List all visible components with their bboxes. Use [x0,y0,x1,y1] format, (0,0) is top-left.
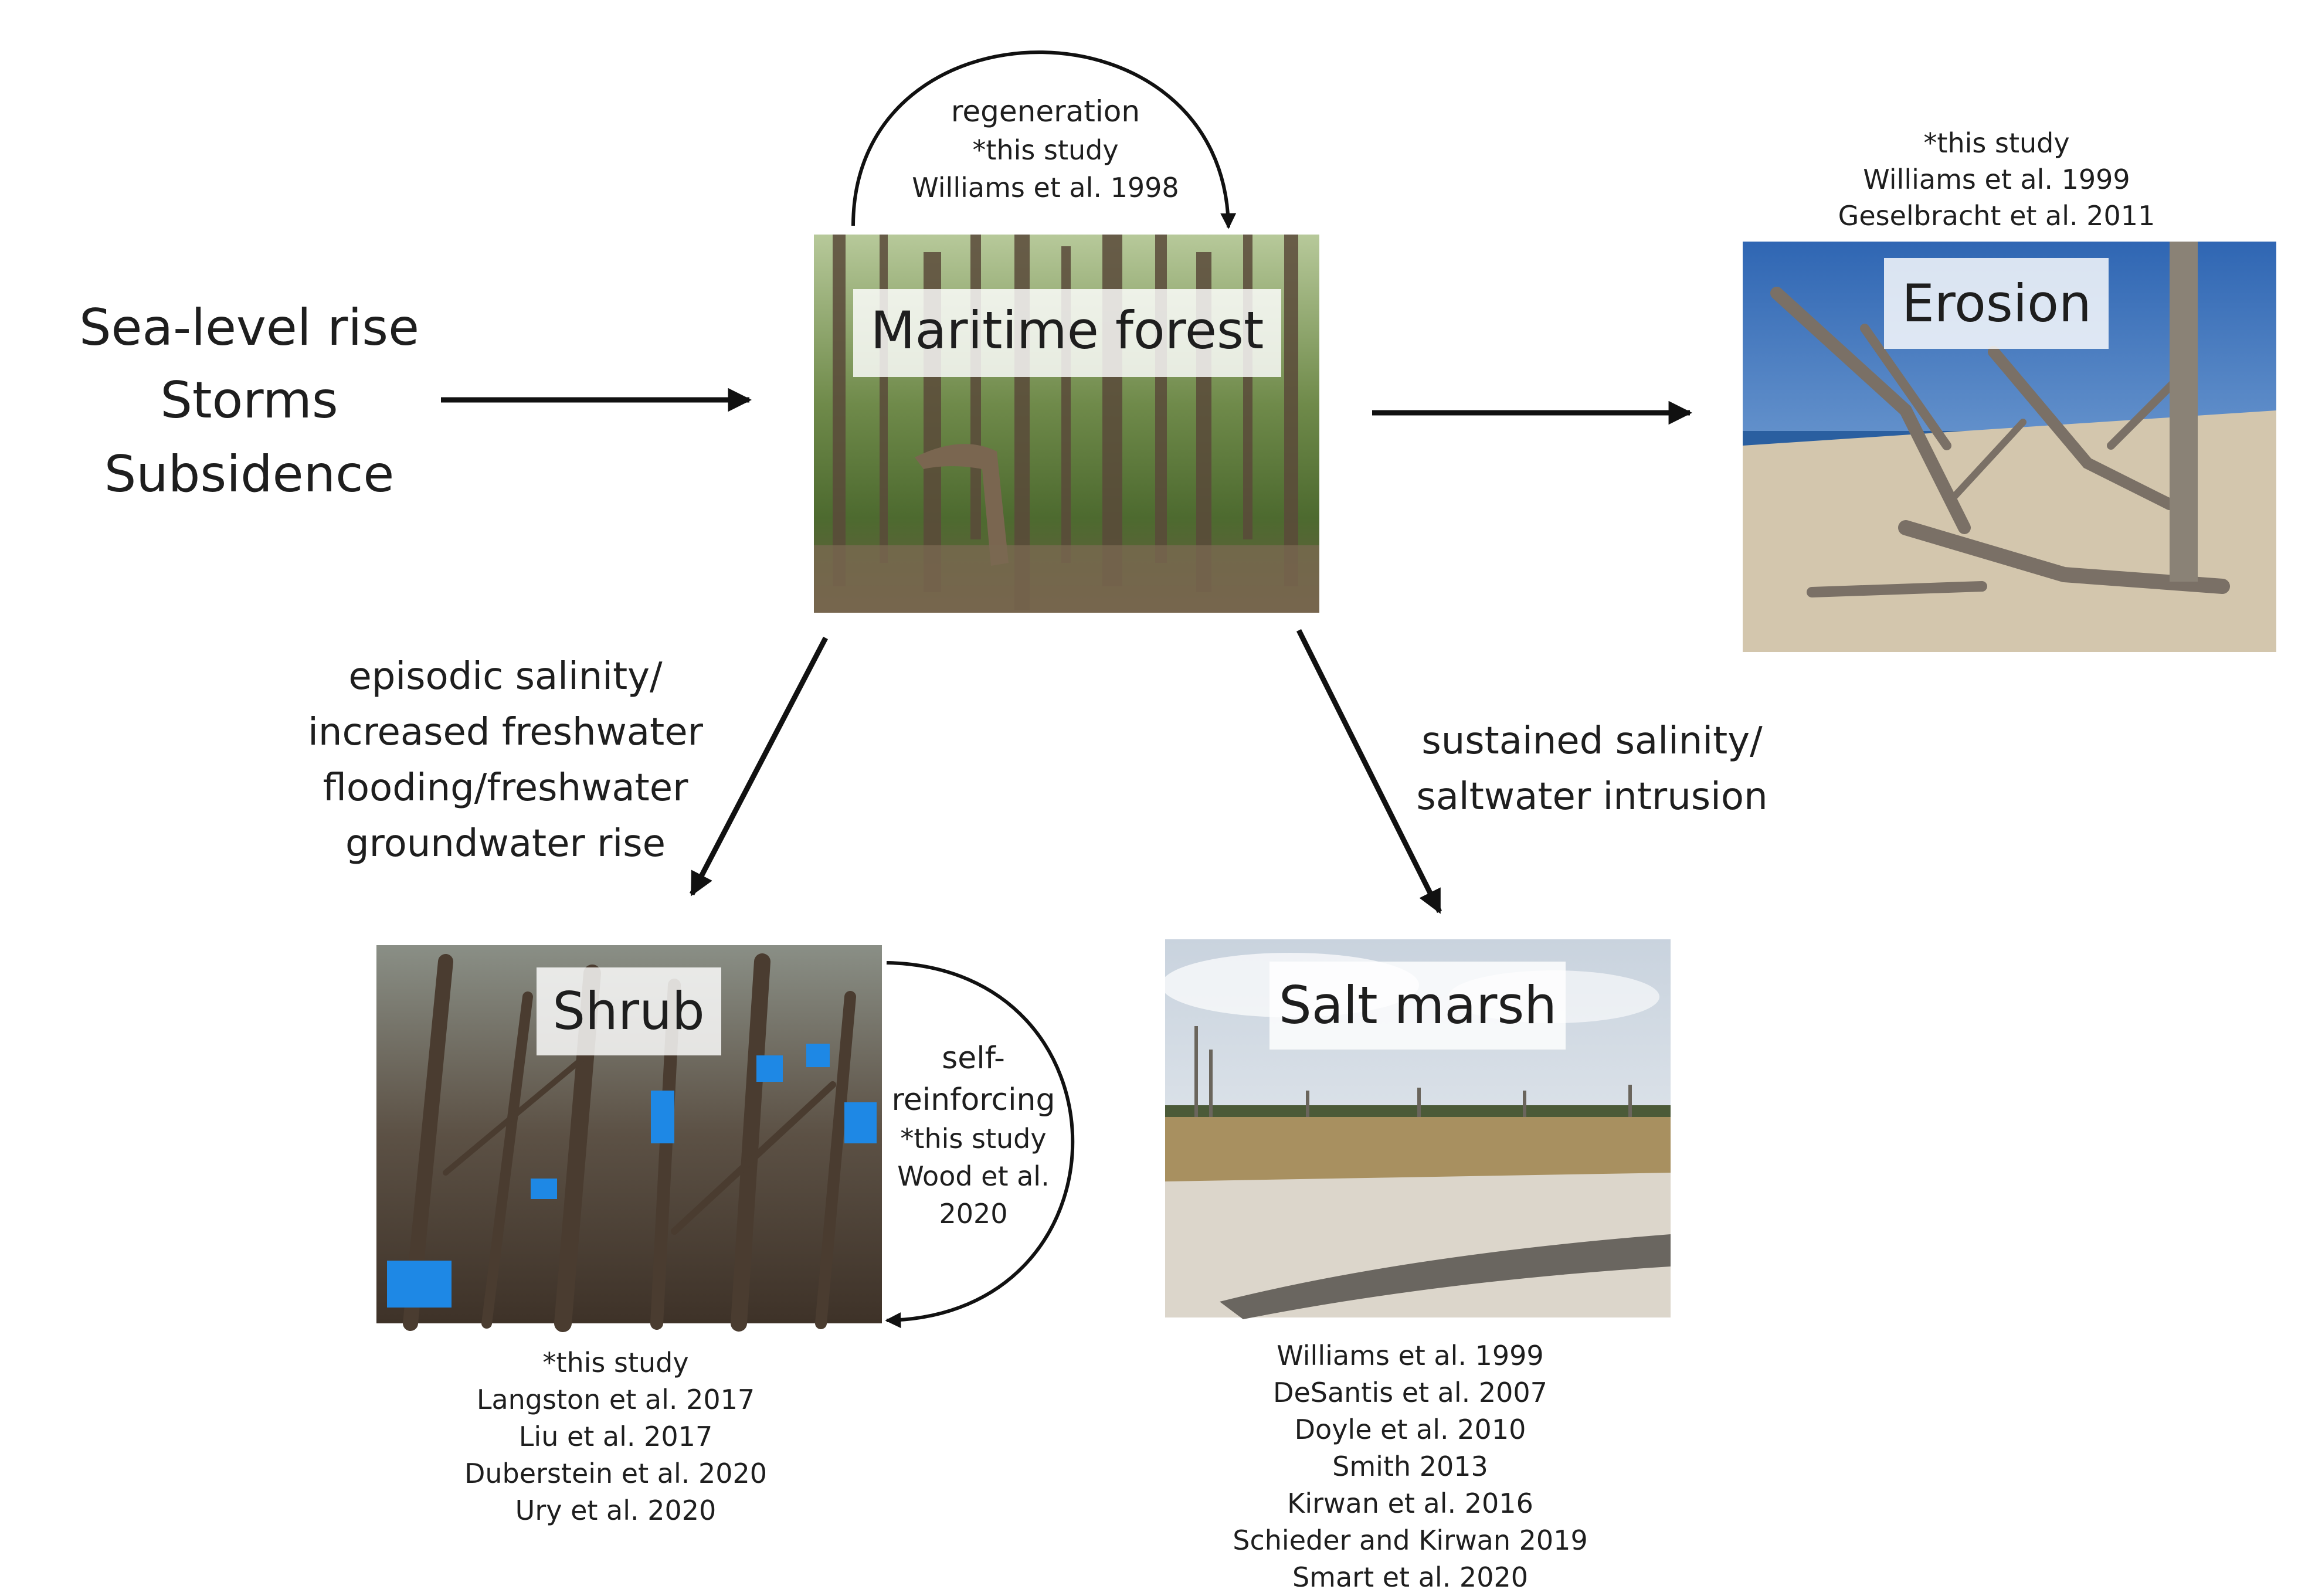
arrow-forest-to-shrub [690,636,828,897]
maritime-forest-title: Maritime forest [871,300,1264,361]
regeneration-label-line-3: Williams et al. 1998 [912,172,1179,203]
erosion-title: Erosion [1902,273,2092,334]
shrub-ref-2: Langston et al. 2017 [477,1384,755,1415]
erosion-photo: Erosion [1743,242,2276,652]
drivers-block: Sea-level rise Storms Subsidence [79,298,419,504]
shrub-ref-4: Duberstein et al. 2020 [464,1458,767,1489]
erosion-ref-2: Williams et al. 1999 [1863,164,2130,195]
self-reinforcing-line-4: Wood et al. [897,1160,1049,1192]
regeneration-label-line-1: regeneration [951,94,1140,128]
shrub-references: *this study Langston et al. 2017 Liu et … [464,1347,767,1526]
shrub-ref-1: *this study [542,1347,688,1378]
self-reinforcing-line-2: reinforcing [892,1082,1055,1118]
arrow-forest-to-salt-marsh [1296,629,1442,914]
shrub-label-bg [537,967,721,1055]
transition-label-to-shrub: episodic salinity/ increased freshwater … [308,655,703,865]
to-salt-marsh-line-1: sustained salinity/ [1421,719,1763,763]
salt-marsh-photo: Salt marsh [1161,939,1671,1319]
self-reinforcing-loop-arrow [885,961,1075,1329]
shrub-photo: Shrub [376,945,882,1332]
erosion-ref-1: *this study [1923,127,2069,159]
salt-marsh-ref-1: Williams et al. 1999 [1277,1340,1543,1371]
salt-marsh-references: Williams et al. 1999 DeSantis et al. 200… [1233,1340,1587,1593]
salt-marsh-ref-7: Smart et al. 2020 [1292,1561,1528,1593]
transition-label-to-salt-marsh: sustained salinity/ saltwater intrusion [1416,719,1767,819]
self-reinforcing-line-1: self- [942,1041,1005,1076]
regeneration-loop-arrow [851,50,1237,229]
driver-sea-level-rise: Sea-level rise [79,298,419,357]
salt-marsh-ref-5: Kirwan et al. 2016 [1287,1488,1533,1519]
to-shrub-line-1: episodic salinity/ [348,655,663,698]
salt-marsh-label-bg [1269,962,1566,1050]
maritime-forest-label-bg [853,289,1281,377]
erosion-ref-3: Geselbracht et al. 2011 [1838,200,2156,232]
to-salt-marsh-line-2: saltwater intrusion [1416,775,1767,819]
driver-storms: Storms [160,371,338,430]
salt-marsh-ref-2: DeSantis et al. 2007 [1273,1377,1547,1408]
regeneration-label-line-2: *this study [972,134,1118,166]
self-reinforcing-line-3: *this study [900,1123,1046,1154]
shrub-title: Shrub [552,981,704,1041]
erosion-references: *this study Williams et al. 1999 Geselbr… [1838,127,2156,232]
regeneration-label: regeneration *this study Williams et al.… [912,94,1179,203]
driver-subsidence: Subsidence [104,445,395,504]
salt-marsh-ref-4: Smith 2013 [1332,1451,1488,1482]
to-shrub-line-3: flooding/freshwater [323,766,689,810]
shrub-ref-5: Ury et al. 2020 [515,1495,717,1526]
self-reinforcing-label: self- reinforcing *this study Wood et al… [892,1041,1055,1230]
salt-marsh-ref-3: Doyle et al. 2010 [1295,1414,1526,1445]
salt-marsh-ref-6: Schieder and Kirwan 2019 [1233,1524,1587,1556]
salt-marsh-title: Salt marsh [1279,975,1557,1035]
shrub-ref-3: Liu et al. 2017 [519,1421,712,1452]
maritime-forest-photo: Maritime forest [814,235,1319,613]
to-shrub-line-4: groundwater rise [345,822,666,865]
self-reinforcing-line-5: 2020 [939,1198,1007,1230]
to-shrub-line-2: increased freshwater [308,711,703,754]
erosion-label-bg [1884,258,2109,349]
